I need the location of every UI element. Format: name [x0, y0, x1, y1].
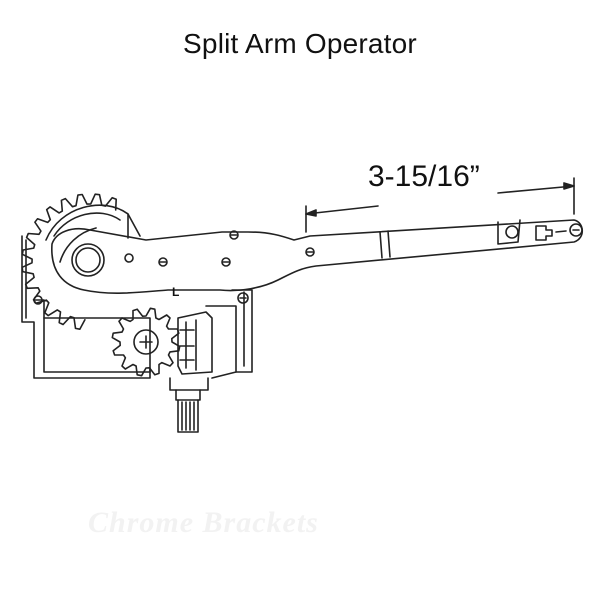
sector-gear-inner [59, 227, 97, 263]
rivets [33, 230, 315, 305]
dimension-label: 3-15/16” [368, 160, 480, 193]
gearbox [177, 311, 213, 375]
pivot-hub [71, 243, 105, 277]
sector-gear [21, 193, 117, 330]
watermark: Chrome Brackets [88, 506, 319, 539]
pinion-hub [133, 329, 159, 355]
drive-shaft [169, 377, 209, 433]
main-arm [51, 219, 584, 294]
dimension-lines [305, 177, 575, 233]
housing-plate [21, 235, 253, 379]
crank-drum [45, 204, 141, 241]
arm-end-fitting [505, 223, 583, 241]
pinion-gear [111, 307, 181, 377]
side-marker: L [172, 285, 179, 299]
diagram-title: Split Arm Operator [183, 28, 417, 59]
